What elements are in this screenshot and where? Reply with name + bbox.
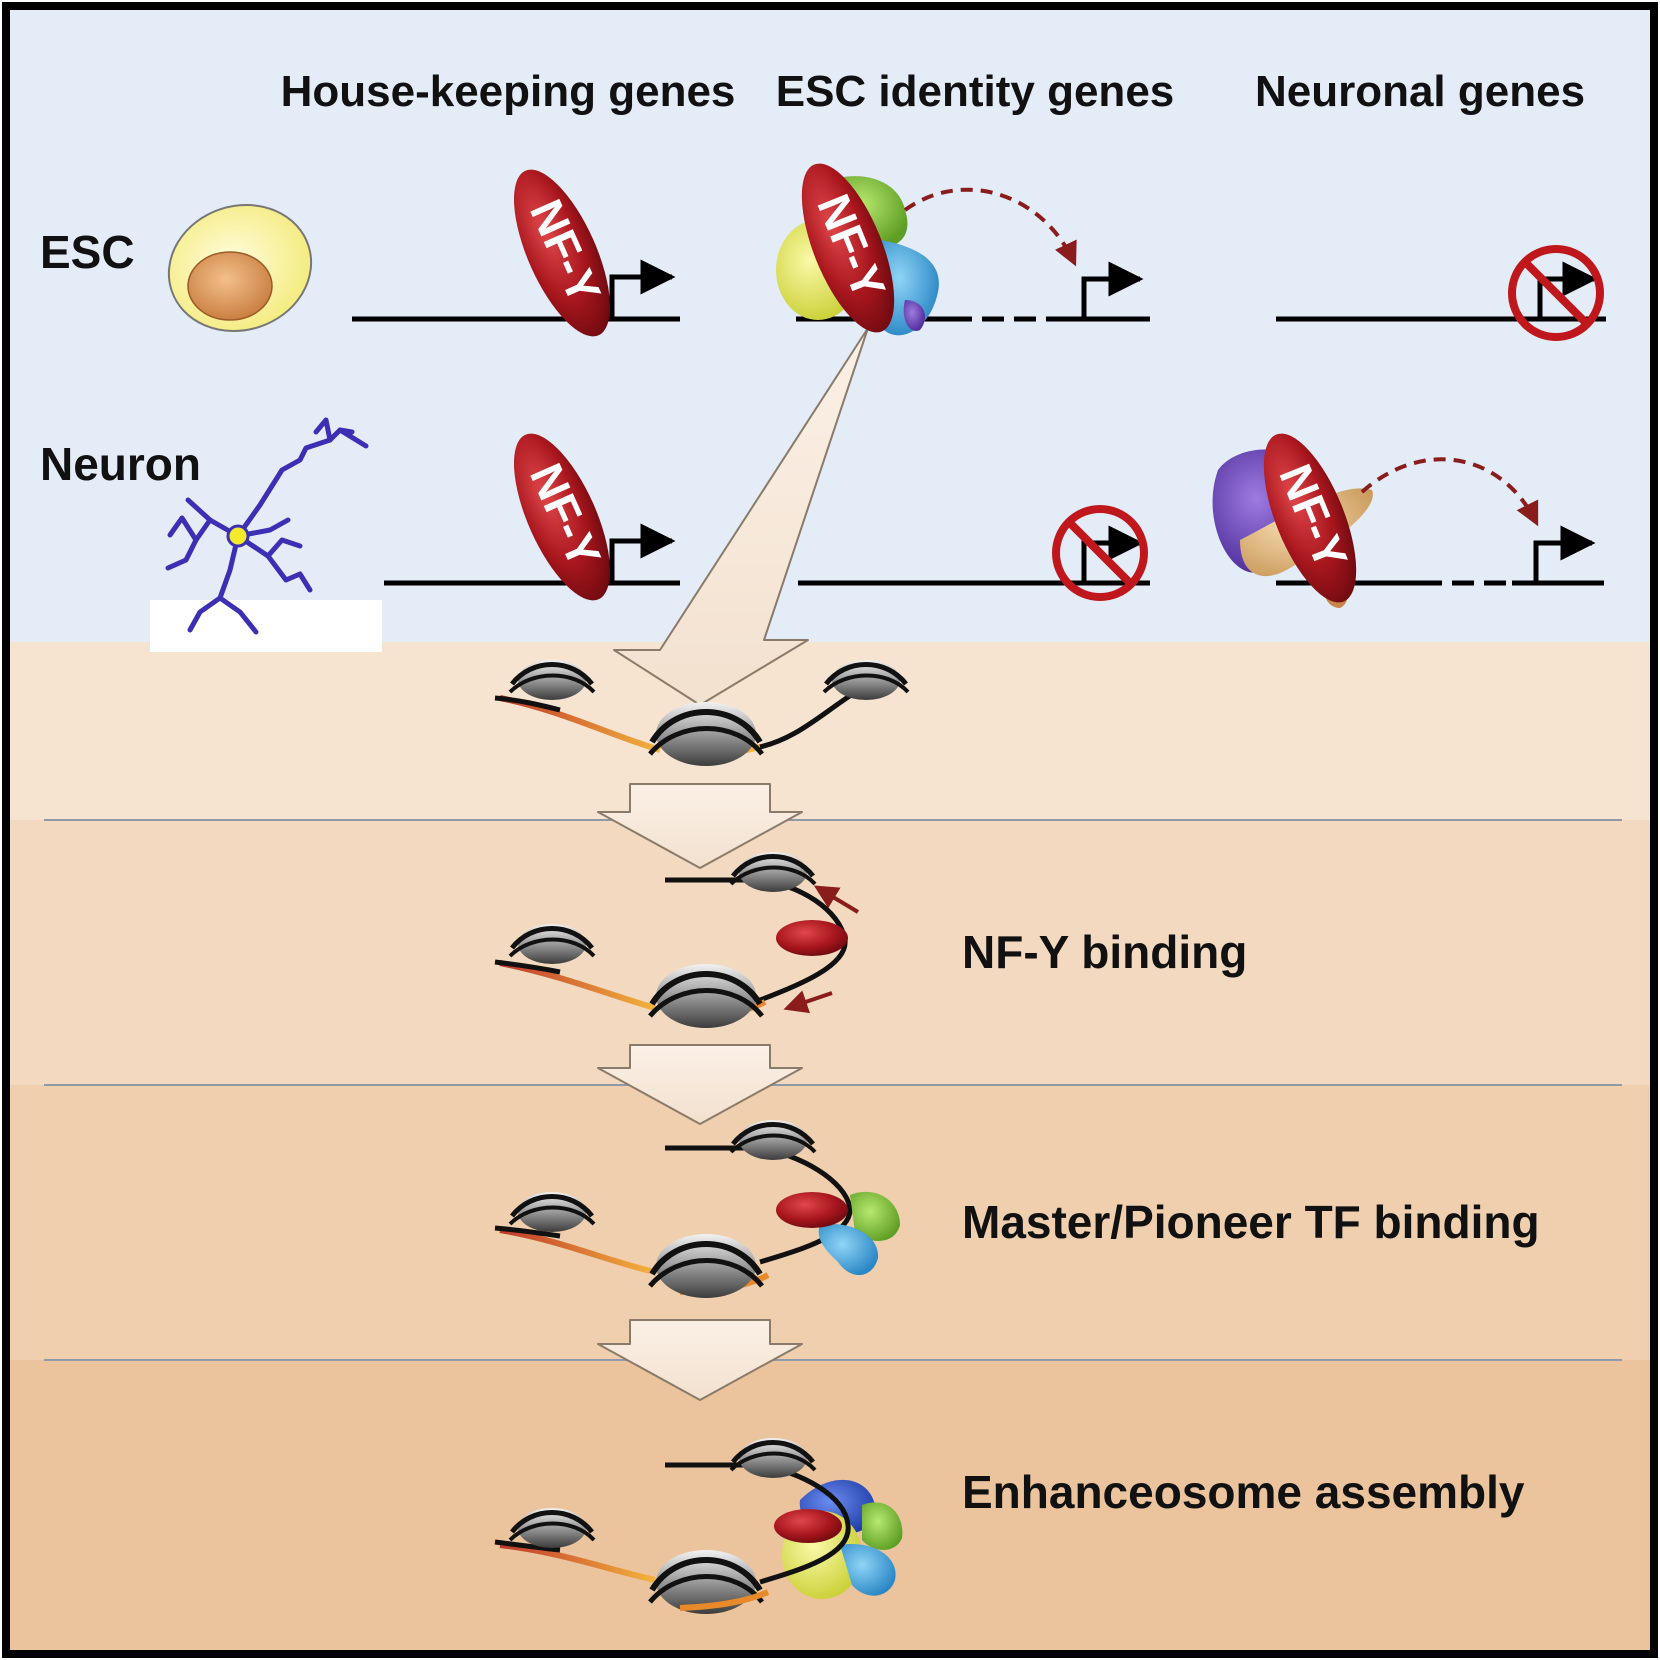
row-label-esc: ESC — [40, 226, 135, 278]
step-arrow — [597, 1044, 803, 1125]
row-label-neuron: Neuron — [40, 438, 201, 490]
esc-cell-icon — [167, 203, 313, 333]
movement-arrow — [783, 990, 833, 1014]
step-label-master-binding: Master/Pioneer TF binding — [962, 1196, 1540, 1248]
col-label-housekeeping: House-keeping genes — [281, 67, 736, 116]
esc-identity-neuron-gene — [798, 525, 1150, 586]
dashed-activation-arrow — [903, 187, 1077, 267]
step-arrow — [597, 783, 803, 869]
step-arrow — [597, 1319, 803, 1401]
step-label-nfy-binding: NF-Y binding — [962, 926, 1247, 978]
housekeeping-neuron-gene — [384, 523, 680, 586]
dashed-activation-arrow — [1360, 457, 1539, 527]
chromatin-step-2 — [494, 1120, 900, 1298]
step-label-enhanceosome: Enhanceosome assembly — [962, 1466, 1525, 1518]
nfy-bound-oval — [776, 920, 848, 956]
chromatin-step-3 — [494, 1438, 903, 1614]
chromatin-step-0 — [494, 660, 908, 766]
housekeeping-esc-gene — [352, 259, 680, 322]
col-label-esc-identity: ESC identity genes — [776, 67, 1175, 116]
col-label-neuronal: Neuronal genes — [1255, 67, 1585, 116]
top-panel — [10, 10, 1650, 642]
band-1 — [10, 642, 1650, 820]
movement-arrow — [813, 885, 860, 914]
neuron-backdrop — [150, 600, 382, 652]
chromatin-step-1 — [494, 852, 860, 1028]
neuron-cell-icon — [165, 417, 369, 635]
